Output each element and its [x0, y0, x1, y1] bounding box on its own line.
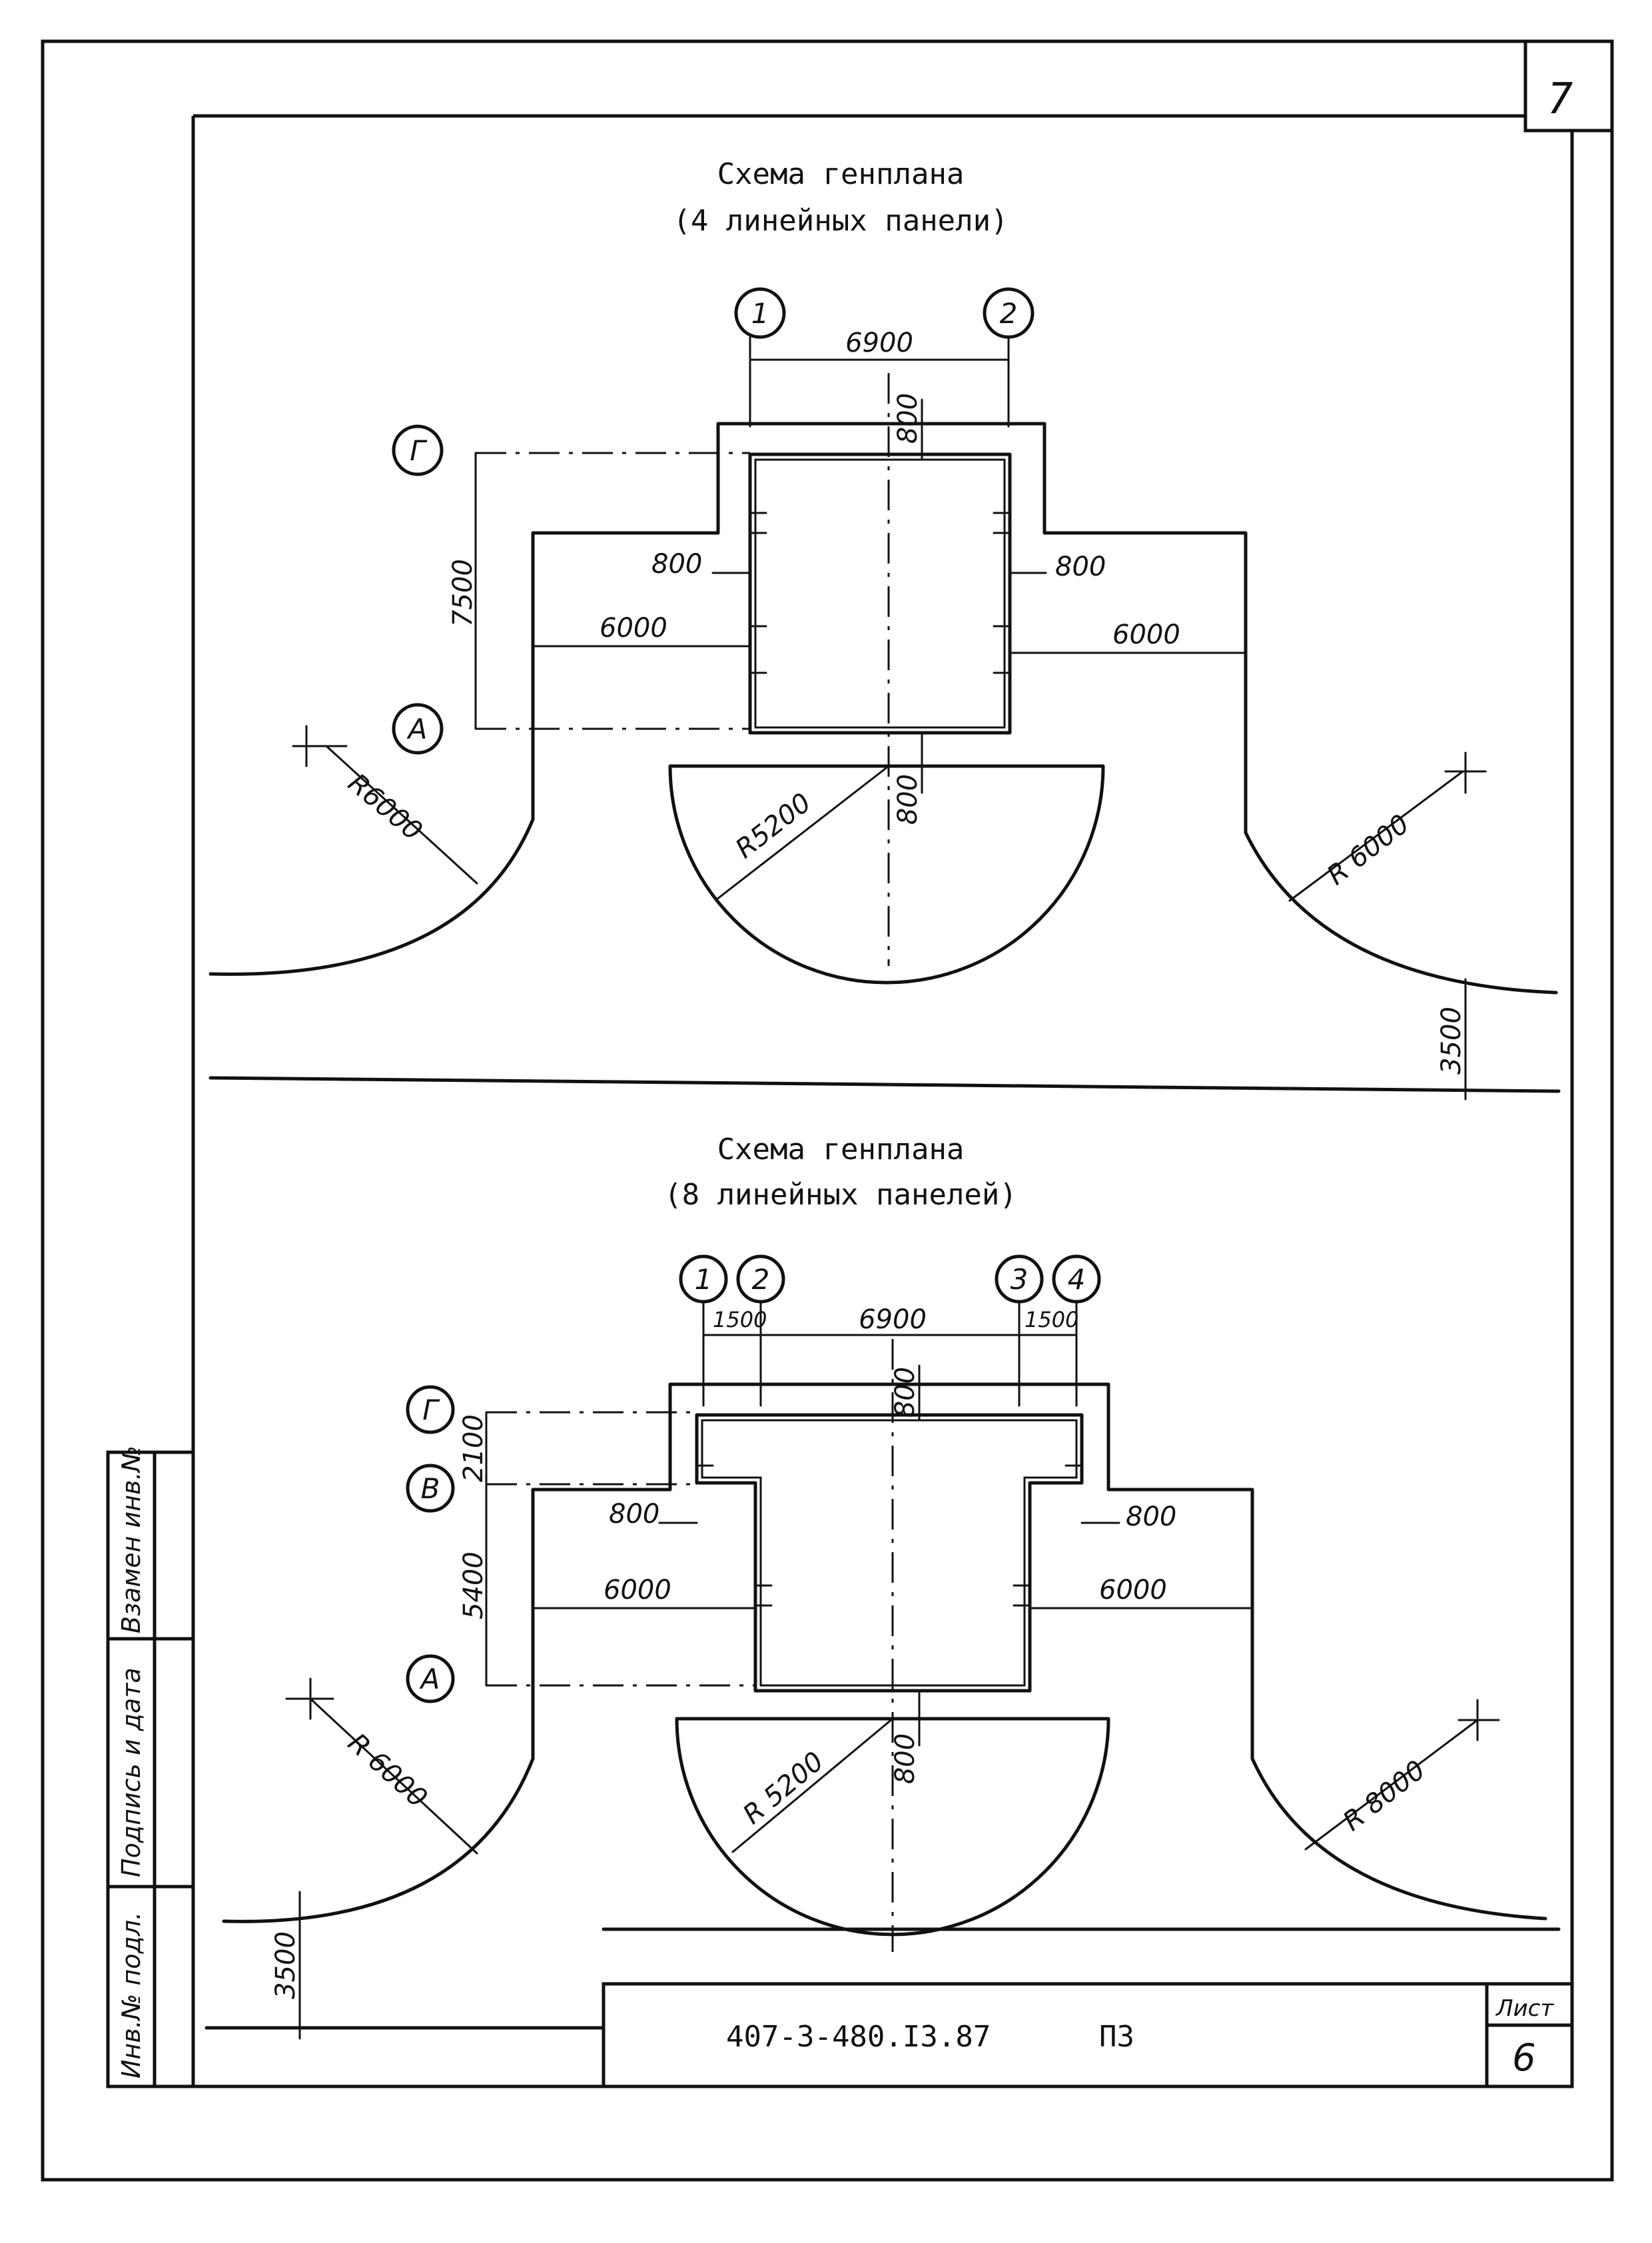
plan-2-axis-label-4: 4 [1068, 1263, 1086, 1296]
plan-2-dim-top-offset: 800 [890, 1367, 921, 1418]
document-code: 407-3-480.I3.87 [726, 2020, 991, 2054]
plan-2-dim-right-step: 800 [1126, 1502, 1176, 1532]
page-number: 7 [1547, 75, 1573, 124]
plan-2-dim-left-bay: 1500 [713, 1307, 767, 1332]
plan-1-axis-bubble-1 [734, 287, 786, 339]
plan-2-radius-right: R 8000 [1338, 1755, 1431, 1837]
plan-2-axis-bubble-A [406, 1654, 455, 1703]
plan-2-dim-span: 6900 [859, 1304, 927, 1335]
plan-1-axis-label-G: Г [410, 434, 428, 467]
plan-1-building-inner [754, 458, 1006, 729]
plan-2-dim-depth: 5400 [458, 1552, 489, 1619]
plan-2-building [695, 1413, 1084, 1693]
plan-1-dim-left-step: 800 [651, 549, 702, 580]
road-line-separator [208, 1076, 1561, 1093]
plan-1-title-line1: Схема генплана [717, 157, 965, 191]
plan-1-dim-bottom-offset: 800 [893, 774, 923, 825]
plan-2-semicircle-area [675, 1717, 1110, 1937]
plan-2-dim-bottom-offset: 800 [890, 1733, 921, 1784]
plan-2-dim-road: 3500 [270, 1931, 301, 1999]
plan-1-dim-depth: 7500 [448, 559, 478, 627]
side-strip: Инв.№ подл. Подпись и дата Взамен инв.№ [106, 1446, 195, 2088]
side-label-signature-date: Подпись и дата [117, 1667, 146, 1877]
plan-1-radius-center: R5200 [730, 787, 817, 865]
plan-2-title-line2: (8 линейных панелей) [664, 1178, 1017, 1212]
plan-1-radius-left: R6000 [342, 767, 428, 847]
plan-2-dim-right-bay: 1500 [1025, 1307, 1078, 1332]
plan-1-building [748, 452, 1012, 735]
sheet-frames [41, 39, 1614, 2182]
plan-2-dim-upper-depth: 2100 [458, 1414, 489, 1482]
plan-1-axis-bubble-A [392, 703, 444, 755]
plan-2-axis-label-G: Г [422, 1394, 440, 1426]
plan-2-building-inner [701, 1419, 1078, 1687]
plan-2-radius-center: R 5200 [737, 1746, 830, 1831]
plan-1-dim-road: 3500 [1436, 1007, 1467, 1075]
plan-1-dim-span: 6900 [845, 328, 913, 358]
plan-1-axis-label-2: 2 [1000, 297, 1018, 330]
plan-1-dim-right-wing: 6000 [1112, 620, 1180, 650]
plan-1-site-outline [208, 422, 1558, 995]
plan-2-radius-left: R 6000 [342, 1727, 433, 1813]
plan-1-dimension-lines [292, 336, 1487, 1101]
plan-2-axis-label-1: 1 [695, 1263, 713, 1296]
plan-1-title-line2: (4 линейных панели) [673, 204, 1008, 238]
plan-2-site-outline [222, 1382, 1547, 1923]
plan-1-radius-right: R 6000 [1322, 809, 1415, 891]
plan-1-axis-label-A: А [406, 713, 428, 745]
plan-2-dimension-lines [205, 1300, 1561, 2040]
plan-2-axis-label-V: В [421, 1472, 440, 1505]
sheet-label: Лист [1495, 1995, 1554, 2022]
title-block: 407-3-480.I3.87 ПЗ Лист 6 [602, 1982, 1574, 2088]
outer-border [41, 39, 1614, 2182]
plan-1-dim-right-step: 800 [1055, 552, 1106, 582]
sheet-number: 6 [1512, 2036, 1536, 2080]
plan-2-axis-label-A: А [419, 1663, 440, 1695]
plan-2: Схема генплана (8 линейных панелей) 1 2 … [205, 1132, 1561, 2040]
plan-1-axis-label-1: 1 [751, 297, 769, 330]
title-block-frame [602, 1982, 1574, 2088]
plan-2-title-line1: Схема генплана [717, 1132, 965, 1166]
plan-1-semicircle-area [668, 764, 1105, 985]
plan-1-axis-bubble-G [392, 424, 444, 476]
plan-1: Схема генплана (4 линейных панели) 1 2 Г… [208, 157, 1558, 1101]
plan-2-panel-marks [695, 1464, 1083, 1607]
plan-2-dim-left-step: 800 [609, 1499, 659, 1530]
side-label-replaced-inv: Взамен инв.№ [117, 1446, 146, 1633]
plan-2-axis-bubble-V [406, 1464, 455, 1513]
plan-1-dim-top-offset: 800 [893, 393, 923, 444]
plan-2-axis-label-3: 3 [1011, 1263, 1029, 1296]
plan-2-dim-right-wing: 6000 [1099, 1575, 1167, 1605]
document-type: ПЗ [1099, 2020, 1134, 2054]
plan-2-axis-label-2: 2 [752, 1263, 770, 1296]
plan-2-dim-left-wing: 6000 [604, 1575, 671, 1605]
side-strip-frame [106, 1450, 195, 2088]
side-label-inv-original: Инв.№ подл. [117, 1912, 146, 2078]
plan-1-dim-left-wing: 6000 [600, 613, 667, 644]
plan-1-panel-marks [749, 512, 1011, 674]
plan-2-axis-bubble-G [406, 1385, 455, 1434]
